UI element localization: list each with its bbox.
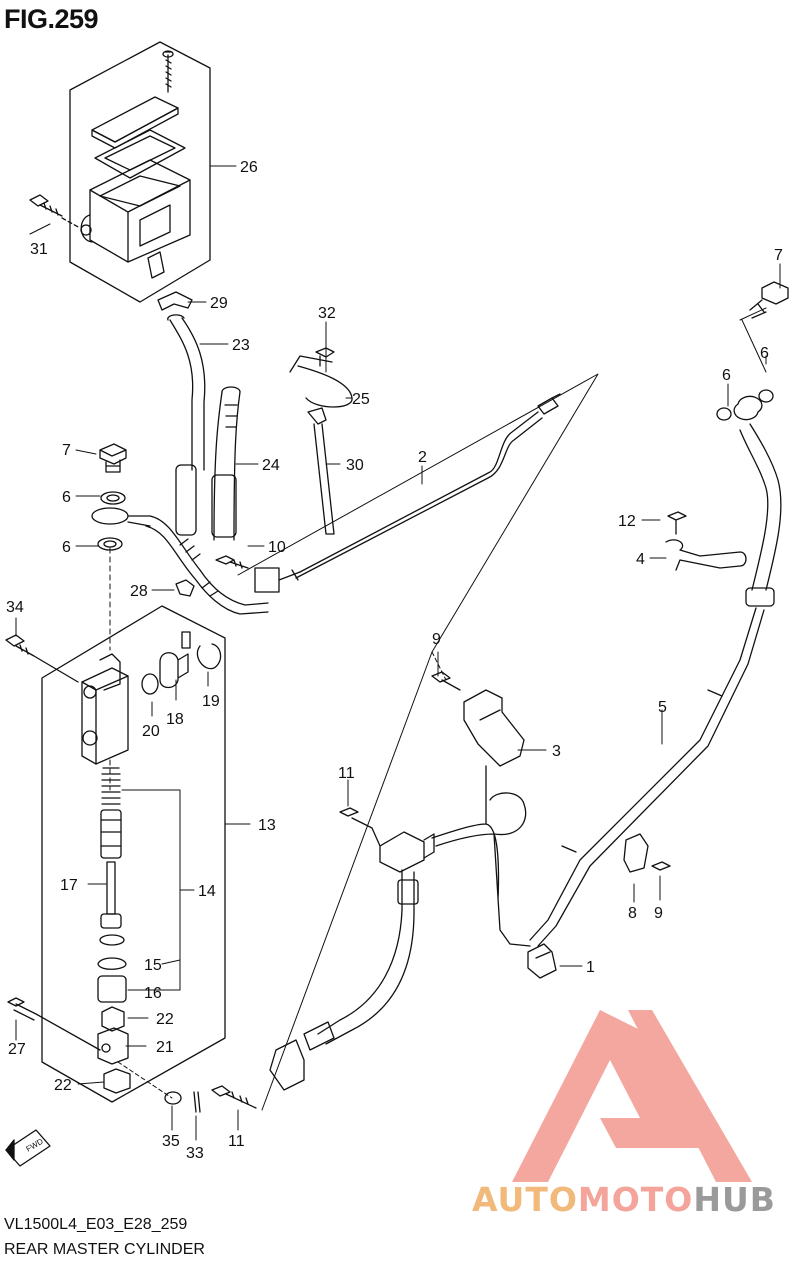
callout-11-bottom: 11 <box>228 1133 245 1150</box>
clamp-28 <box>175 579 195 597</box>
callout-6-upper-left: 6 <box>62 489 71 506</box>
callout-22-lower: 22 <box>54 1077 72 1094</box>
callout-32: 32 <box>318 305 336 322</box>
callout-9-upper: 9 <box>432 631 441 648</box>
watermark-logo <box>512 1010 752 1182</box>
callout-27: 27 <box>8 1041 26 1058</box>
brake-hose-5 <box>529 281 789 947</box>
brake-hose-lower <box>317 869 415 1045</box>
callout-9-lower: 9 <box>654 905 663 922</box>
callout-25: 25 <box>352 391 370 408</box>
callout-29: 29 <box>210 295 228 312</box>
callout-16: 16 <box>144 985 162 1002</box>
callout-31: 31 <box>30 241 48 258</box>
clamp-1 <box>527 943 557 979</box>
callout-10: 10 <box>268 539 286 556</box>
reservoir-assembly-group <box>29 41 211 303</box>
screw-32 <box>315 347 335 367</box>
clip-25 <box>289 355 353 408</box>
brake-pipe-lower <box>431 765 531 947</box>
callout-23: 23 <box>232 337 250 354</box>
callout-28: 28 <box>130 583 148 600</box>
clamp-29 <box>157 291 193 311</box>
callout-24: 24 <box>262 457 280 474</box>
callout-6-right-lower: 6 <box>722 367 731 384</box>
bolt-9-upper <box>431 671 461 691</box>
fwd-arrow-icon: FWD <box>5 1129 51 1167</box>
callout-21: 21 <box>156 1039 174 1056</box>
callout-2: 2 <box>418 449 427 466</box>
callout-18: 18 <box>166 711 184 728</box>
callout-22-upper: 22 <box>156 1011 174 1028</box>
callout-5: 5 <box>658 699 667 716</box>
callout-35: 35 <box>162 1133 180 1150</box>
watermark-text: AUTOMOTOHUB <box>472 1180 776 1219</box>
diagram-subtitle: REAR MASTER CYLINDER <box>4 1241 205 1258</box>
callout-7-left: 7 <box>62 442 71 459</box>
callout-15: 15 <box>144 957 162 974</box>
snap-ring-19 <box>196 643 222 670</box>
hose-24 <box>213 391 241 541</box>
callout-30: 30 <box>346 457 364 474</box>
clevis-pin-27 <box>7 997 101 1051</box>
bolt-9-lower <box>651 861 671 871</box>
bolt-10 <box>215 555 249 569</box>
callout-33: 33 <box>186 1145 204 1162</box>
piston-stack <box>97 767 127 1003</box>
leader-lines <box>15 165 781 1141</box>
cable-tie-30 <box>307 407 335 535</box>
clamp-8 <box>623 833 649 873</box>
washer-35 <box>164 1091 182 1105</box>
callout-1: 1 <box>586 959 595 976</box>
bracket-4 <box>665 539 747 571</box>
callout-6-lower-left: 6 <box>62 539 71 556</box>
bolt-12 <box>667 511 687 535</box>
callout-17: 17 <box>60 877 78 894</box>
callout-3: 3 <box>552 743 561 760</box>
callout-34: 34 <box>6 599 24 616</box>
master-cylinder-assembly-box <box>41 605 226 1103</box>
callout-14: 14 <box>198 883 216 900</box>
bracket-3 <box>463 689 525 767</box>
callout-20: 20 <box>142 723 160 740</box>
banjo-bolt-7-left <box>99 443 127 473</box>
callout-7-right: 7 <box>774 247 783 264</box>
master-cylinder-body <box>81 547 129 791</box>
callout-13: 13 <box>258 817 276 834</box>
model-code: VL1500L4_E03_E28_259 <box>4 1216 188 1233</box>
figure-title: FIG.259 <box>4 4 99 34</box>
hose-fitting-18 <box>159 652 189 689</box>
callout-8: 8 <box>628 905 637 922</box>
cotter-pin-33 <box>193 1091 201 1113</box>
callout-11-middle: 11 <box>338 765 355 782</box>
callout-19: 19 <box>202 693 220 710</box>
callout-4: 4 <box>636 551 645 568</box>
bolt-34 <box>5 634 79 683</box>
callout-6-right-upper: 6 <box>760 345 769 362</box>
reservoir-hose-23 <box>169 317 206 471</box>
brake-hose-upper <box>145 515 269 615</box>
clevis-assembly <box>97 1006 131 1094</box>
callout-26: 26 <box>240 159 258 176</box>
callout-12: 12 <box>618 513 636 530</box>
brake-pipe-2 <box>295 411 543 579</box>
